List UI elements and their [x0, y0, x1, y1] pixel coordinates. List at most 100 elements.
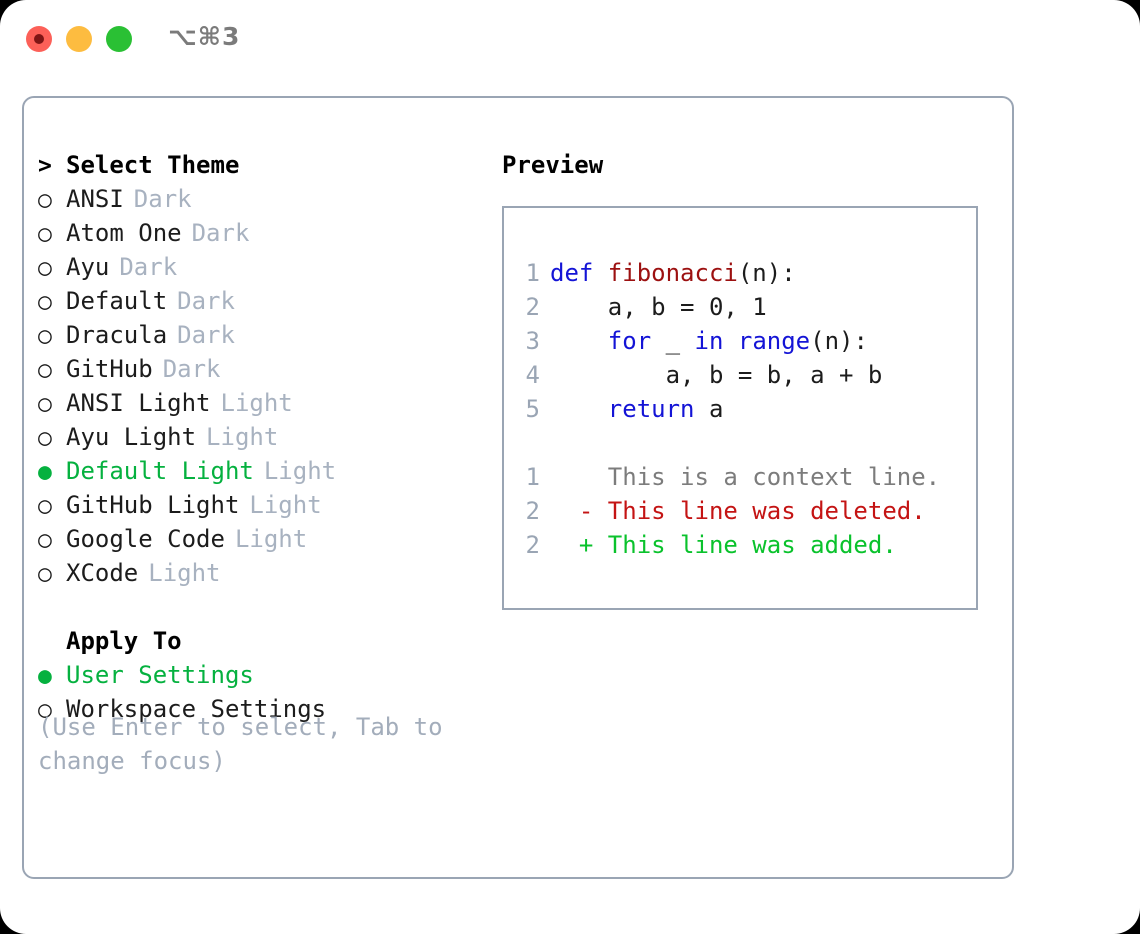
- theme-option-row[interactable]: ○ ANSI Dark: [38, 182, 488, 216]
- window-maximize-button[interactable]: [106, 26, 132, 52]
- code-token: range: [737, 327, 811, 355]
- radio-unselected-icon[interactable]: ○: [38, 289, 52, 315]
- theme-variant-badge: Dark: [133, 185, 192, 213]
- window-titlebar: ⌥⌘3: [0, 0, 1140, 78]
- theme-option-label: Ayu: [66, 253, 110, 281]
- code-token: [550, 395, 608, 423]
- radio-selected-icon[interactable]: ●: [38, 663, 52, 689]
- theme-option-row[interactable]: ○ Google Code Light: [38, 522, 488, 556]
- radio-unselected-icon[interactable]: ○: [38, 323, 52, 349]
- code-token: [550, 327, 608, 355]
- theme-option-row[interactable]: ○ Dracula Dark: [38, 318, 488, 352]
- theme-variant-badge: Light: [220, 389, 293, 417]
- diff-marker: -: [550, 497, 608, 525]
- theme-option-row[interactable]: ○ GitHub Light Light: [38, 488, 488, 522]
- radio-unselected-icon[interactable]: ○: [38, 561, 52, 587]
- code-line: 5 return a: [516, 392, 976, 426]
- code-line-number: 1: [525, 259, 540, 287]
- theme-option-label: Ayu Light: [66, 423, 197, 451]
- radio-unselected-icon[interactable]: ○: [38, 357, 52, 383]
- theme-variant-badge: Light: [234, 525, 308, 553]
- theme-option-row[interactable]: ○ Ayu Light Light: [38, 420, 488, 454]
- diff-sample: 1 This is a context line.2 - This line w…: [516, 460, 976, 562]
- apply-to-option-row[interactable]: ● User Settings: [38, 658, 488, 692]
- code-line-number: 3: [525, 327, 540, 355]
- theme-variant-badge: Dark: [177, 321, 235, 349]
- radio-unselected-icon[interactable]: ○: [38, 187, 52, 213]
- code-line: 3 for _ in range(n):: [516, 324, 976, 358]
- code-token: (n):: [737, 259, 796, 287]
- theme-option-label: Google Code: [66, 525, 225, 553]
- radio-unselected-icon[interactable]: ○: [38, 527, 52, 553]
- theme-option-label: GitHub: [66, 355, 153, 383]
- diff-line-text: This is a context line.: [607, 463, 941, 491]
- theme-option-label: Atom One: [66, 219, 182, 247]
- code-line-content: return a: [550, 392, 724, 426]
- radio-unselected-icon[interactable]: ○: [38, 493, 52, 519]
- theme-option-row[interactable]: ● Default Light Light: [38, 454, 488, 488]
- diff-line: 1 This is a context line.: [516, 460, 976, 494]
- code-line-number: 2: [525, 293, 540, 321]
- code-line-number: 4: [525, 361, 540, 389]
- theme-option-label: GitHub Light: [66, 491, 240, 519]
- diff-marker: +: [550, 531, 608, 559]
- radio-selected-icon[interactable]: ●: [38, 459, 52, 485]
- code-token: in: [694, 327, 724, 355]
- window-minimize-button[interactable]: [66, 26, 92, 52]
- radio-unselected-icon[interactable]: ○: [38, 255, 52, 281]
- theme-option-row[interactable]: ○ XCode Light: [38, 556, 488, 590]
- theme-option-label: ANSI: [66, 185, 124, 213]
- code-diff-spacer: [516, 426, 976, 460]
- code-line: 4 a, b = b, a + b: [516, 358, 976, 392]
- radio-unselected-icon[interactable]: ○: [38, 697, 52, 723]
- theme-variant-badge: Dark: [191, 219, 250, 247]
- apply-to-option-row[interactable]: ○Workspace Settings: [38, 692, 488, 726]
- theme-option-row[interactable]: ○ ANSI Light Light: [38, 386, 488, 420]
- code-token: fibonacci: [607, 259, 738, 287]
- theme-option-label: XCode: [66, 559, 139, 587]
- apply-to-heading-label: Apply To: [66, 627, 182, 655]
- theme-option-label: ANSI Light: [66, 389, 211, 417]
- code-token: for: [607, 327, 652, 355]
- code-token: def: [550, 259, 608, 287]
- theme-variant-badge: Light: [148, 559, 221, 587]
- apply-to-option-label: User Settings: [66, 661, 254, 689]
- theme-option-label: Dracula: [66, 321, 168, 349]
- apply-to-heading: ○ Apply To: [38, 624, 488, 658]
- theme-variant-badge: Light: [249, 491, 322, 519]
- radio-unselected-icon[interactable]: ○: [38, 391, 52, 417]
- list-spacer: [38, 590, 488, 624]
- theme-variant-badge: Dark: [162, 355, 221, 383]
- caret-icon: >: [38, 153, 52, 179]
- diff-marker: [550, 460, 608, 494]
- code-token: [723, 327, 737, 355]
- theme-option-row[interactable]: ○ Atom One Dark: [38, 216, 488, 250]
- radio-unselected-icon[interactable]: ○: [38, 221, 52, 247]
- code-line: 1 def fibonacci(n):: [516, 256, 976, 290]
- code-token: a: [694, 395, 724, 423]
- theme-option-row[interactable]: ○ GitHub Dark: [38, 352, 488, 386]
- code-line: 2 a, b = 0, 1: [516, 290, 976, 324]
- theme-variant-badge: Light: [263, 457, 337, 485]
- code-token: a, b = b, a + b: [550, 361, 883, 389]
- code-line-content: def fibonacci(n):: [550, 256, 796, 290]
- code-token: _: [651, 327, 695, 355]
- theme-option-label: Default Light: [66, 457, 254, 485]
- keyboard-hint-text: (Use Enter to select, Tab to change focu…: [38, 713, 458, 775]
- code-line-content: for _ in range(n):: [550, 324, 868, 358]
- diff-line: 2 + This line was added.: [516, 528, 976, 562]
- diff-line-text: This line was added.: [607, 531, 897, 559]
- code-line-number: 5: [525, 395, 540, 423]
- radio-unselected-icon[interactable]: ○: [38, 425, 52, 451]
- theme-variant-badge: Light: [206, 423, 279, 451]
- recording-indicator-icon: [34, 34, 44, 44]
